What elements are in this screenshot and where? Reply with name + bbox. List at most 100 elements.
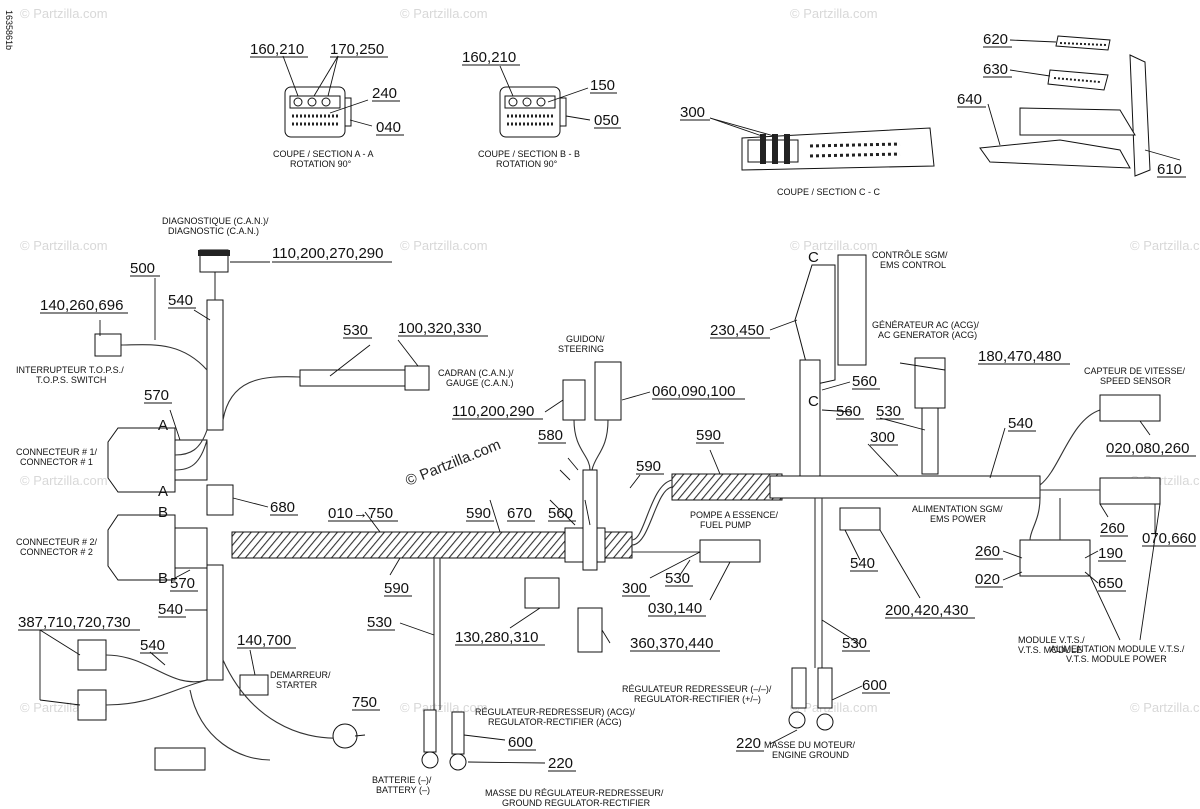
part-label: 640 bbox=[957, 91, 982, 108]
caption-gauge: CADRAN (C.A.N.)/ bbox=[438, 368, 514, 378]
caption-ac-generator: GÉNÉRATEUR AC (ACG)/ bbox=[872, 320, 979, 330]
part-label: 130,280,310 bbox=[455, 629, 538, 646]
caption-diagnostic-2: DIAGNOSTIC (C.A.N.) bbox=[168, 226, 259, 236]
part-label: 600 bbox=[508, 734, 533, 751]
part-label: 300 bbox=[870, 429, 895, 446]
part-label: 160,210 bbox=[462, 49, 516, 66]
caption-vts-power-2: V.T.S. MODULE POWER bbox=[1066, 654, 1167, 664]
watermark-text: © Partzilla.com bbox=[400, 6, 488, 21]
caption-connector-1-2: CONNECTOR # 1 bbox=[20, 457, 93, 467]
part-label: 530 bbox=[842, 635, 867, 652]
part-label: 170,250 bbox=[330, 41, 384, 58]
caption-fuel-pump: POMPE A ESSENCE/ bbox=[690, 510, 779, 520]
section-letter: B bbox=[158, 570, 168, 587]
caption-starter: DEMARREUR/ bbox=[270, 670, 331, 680]
captions: DIAGNOSTIQUE (C.A.N.)/ DIAGNOSTIC (C.A.N… bbox=[16, 216, 1186, 808]
part-label: 040 bbox=[376, 119, 401, 136]
part-label: 590 bbox=[466, 505, 491, 522]
caption-tops: INTERRUPTEUR T.O.P.S./ bbox=[16, 365, 124, 375]
part-label: 590 bbox=[384, 580, 409, 597]
leader-lines bbox=[39, 261, 1161, 764]
watermark-center: © Partzilla.com bbox=[403, 436, 503, 490]
watermark-text: © Partzilla.com bbox=[20, 473, 108, 488]
section-letter: A bbox=[158, 483, 168, 500]
section-a-caption-2: ROTATION 90° bbox=[290, 159, 352, 169]
section-letter: A bbox=[158, 417, 168, 434]
watermark-text: © Partzilla.com bbox=[790, 700, 878, 715]
section-b-caption-2: ROTATION 90° bbox=[496, 159, 558, 169]
section-letter: B bbox=[158, 504, 168, 521]
part-label: 650 bbox=[1098, 575, 1123, 592]
caption-ac-generator-2: AC GENERATOR (ACG) bbox=[878, 330, 977, 340]
part-label: 300 bbox=[622, 580, 647, 597]
caption-engine-ground-2: ENGINE GROUND bbox=[772, 750, 850, 760]
section-a-caption: COUPE / SECTION A - A bbox=[273, 149, 374, 159]
part-label: 610 bbox=[1157, 161, 1182, 178]
part-label: 590 bbox=[696, 427, 721, 444]
section-c-labels: 300 bbox=[680, 104, 710, 121]
caption-diagnostic: DIAGNOSTIQUE (C.A.N.)/ bbox=[162, 216, 269, 226]
part-label: 220 bbox=[736, 735, 761, 752]
watermark-text: © Partzilla.com bbox=[400, 700, 488, 715]
caption-connector-2-2: CONNECTOR # 2 bbox=[20, 547, 93, 557]
part-label: 010→750 bbox=[328, 505, 393, 522]
section-b-drawing: COUPE / SECTION B - B ROTATION 90° bbox=[478, 65, 591, 169]
part-label: 680 bbox=[270, 499, 295, 516]
part-label: 070,660 bbox=[1142, 530, 1196, 547]
caption-regulator: RÉGULATEUR REDRESSEUR (–/–)/ bbox=[622, 684, 772, 694]
caption-ems-control-2: EMS CONTROL bbox=[880, 260, 946, 270]
caption-engine-ground: MASSE DU MOTEUR/ bbox=[764, 740, 856, 750]
part-label: 050 bbox=[594, 112, 619, 129]
caption-vts-power: ALIMENTATION MODULE V.T.S./ bbox=[1050, 644, 1185, 654]
part-label: 530 bbox=[876, 403, 901, 420]
caption-speed-sensor-2: SPEED SENSOR bbox=[1100, 376, 1172, 386]
part-label: 580 bbox=[538, 427, 563, 444]
section-letter: C bbox=[808, 249, 819, 266]
part-label: 560 bbox=[852, 373, 877, 390]
section-c-drawing: COUPE / SECTION C - C bbox=[709, 117, 935, 197]
caption-ems-power-2: EMS POWER bbox=[930, 514, 987, 524]
part-label: 540 bbox=[1008, 415, 1033, 432]
caption-ems-control: CONTRÔLE SGM/ bbox=[872, 250, 948, 260]
part-label: 530 bbox=[343, 322, 368, 339]
part-label: 110,200,290 bbox=[452, 403, 534, 420]
part-label: 260 bbox=[1100, 520, 1125, 537]
part-label: 540 bbox=[168, 292, 193, 309]
caption-steering: GUIDON/ bbox=[566, 334, 605, 344]
caption-battery: BATTERIE (–)/ bbox=[372, 775, 432, 785]
caption-regulator-acg: RÉGULATEUR-REDRESSEUR) (ACG)/ bbox=[475, 707, 635, 717]
part-label: 160,210 bbox=[250, 41, 304, 58]
caption-regulator-2: REGULATOR-RECTIFIER (+/–) bbox=[634, 694, 761, 704]
section-letter: C bbox=[808, 393, 819, 410]
watermark-text: © Partzilla.com bbox=[1130, 238, 1200, 253]
caption-connector-2: CONNECTEUR # 2/ bbox=[16, 537, 98, 547]
watermark-text: © Partzilla.com bbox=[790, 238, 878, 253]
part-label: 560 bbox=[836, 403, 861, 420]
part-label: 110,200,270,290 bbox=[272, 245, 384, 262]
part-label: 570 bbox=[144, 387, 169, 404]
part-label: 190 bbox=[1098, 545, 1123, 562]
caption-vts-module-2: V.T.S. MODULE bbox=[1018, 645, 1082, 655]
caption-ground-regulator-2: GROUND REGULATOR-RECTIFIER bbox=[502, 798, 651, 808]
section-a-labels: 160,210 170,250 240 040 bbox=[250, 41, 404, 136]
part-label: 387,710,720,730 bbox=[18, 614, 131, 631]
part-label: 150 bbox=[590, 77, 615, 94]
part-label: 140,700 bbox=[237, 632, 291, 649]
part-label: 060,090,100 bbox=[652, 383, 735, 400]
part-label: 240 bbox=[372, 85, 397, 102]
part-label: 360,370,440 bbox=[630, 635, 713, 652]
part-label: 530 bbox=[367, 614, 392, 631]
caption-gauge-2: GAUGE (C.A.N.) bbox=[446, 378, 514, 388]
part-label: 630 bbox=[983, 61, 1008, 78]
part-label: 600 bbox=[862, 677, 887, 694]
part-label: 500 bbox=[130, 260, 155, 277]
caption-speed-sensor: CAPTEUR DE VITESSE/ bbox=[1084, 366, 1186, 376]
section-a-drawing: COUPE / SECTION A - A ROTATION 90° bbox=[273, 55, 374, 169]
caption-tops-2: T.O.P.S. SWITCH bbox=[36, 375, 106, 385]
part-label: 020,080,260 bbox=[1106, 440, 1189, 457]
part-label: 100,320,330 bbox=[398, 320, 481, 337]
part-label: 750 bbox=[352, 694, 377, 711]
part-label: 030,140 bbox=[648, 600, 702, 617]
